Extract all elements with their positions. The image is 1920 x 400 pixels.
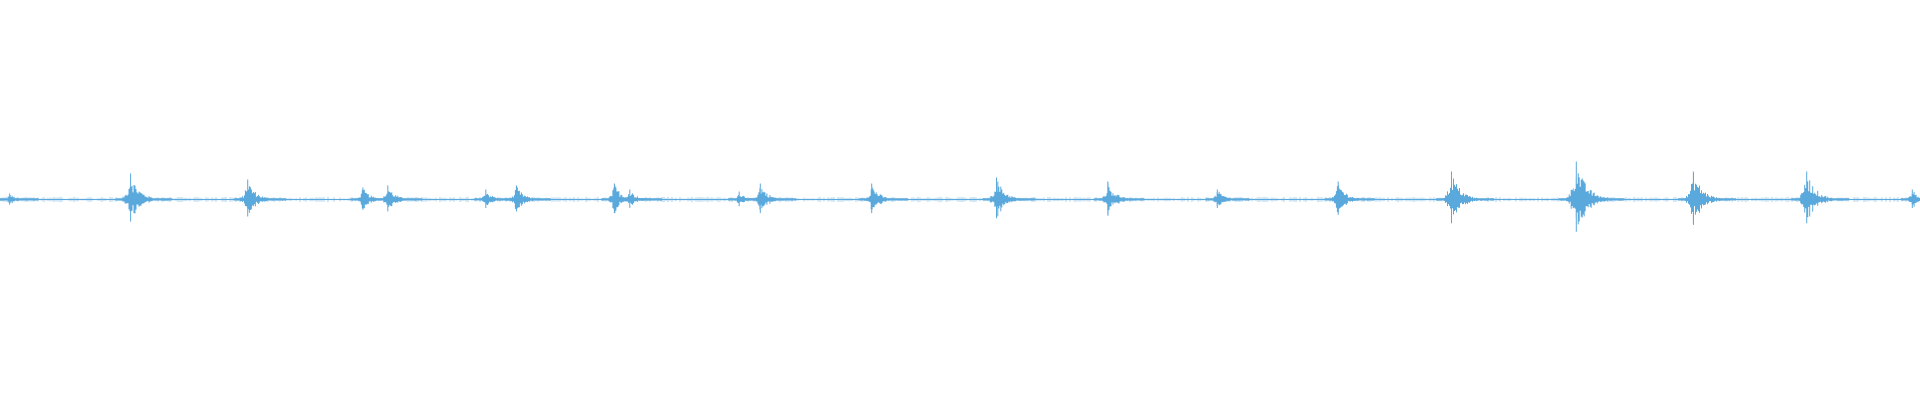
waveform-burst	[1791, 171, 1850, 224]
waveform-burst	[1436, 171, 1494, 224]
waveform-burst-path	[1436, 171, 1494, 224]
waveform-burst-path	[503, 185, 551, 212]
waveform-burst	[1558, 161, 1625, 232]
waveform-burst	[1900, 189, 1920, 208]
waveform-burst	[982, 177, 1036, 219]
waveform-burst-path	[1678, 171, 1736, 225]
waveform-burst-path	[1791, 171, 1850, 224]
waveform-burst	[503, 185, 551, 212]
waveform-burst-path	[375, 185, 423, 212]
waveform-burst	[375, 185, 423, 212]
waveform-burst	[1678, 171, 1736, 225]
waveform-burst-path	[1900, 189, 1920, 208]
waveform-bursts	[0, 161, 1920, 232]
waveform-burst-path	[1558, 161, 1625, 232]
waveform-burst-path	[982, 177, 1036, 219]
waveform-noise	[0, 196, 1919, 203]
